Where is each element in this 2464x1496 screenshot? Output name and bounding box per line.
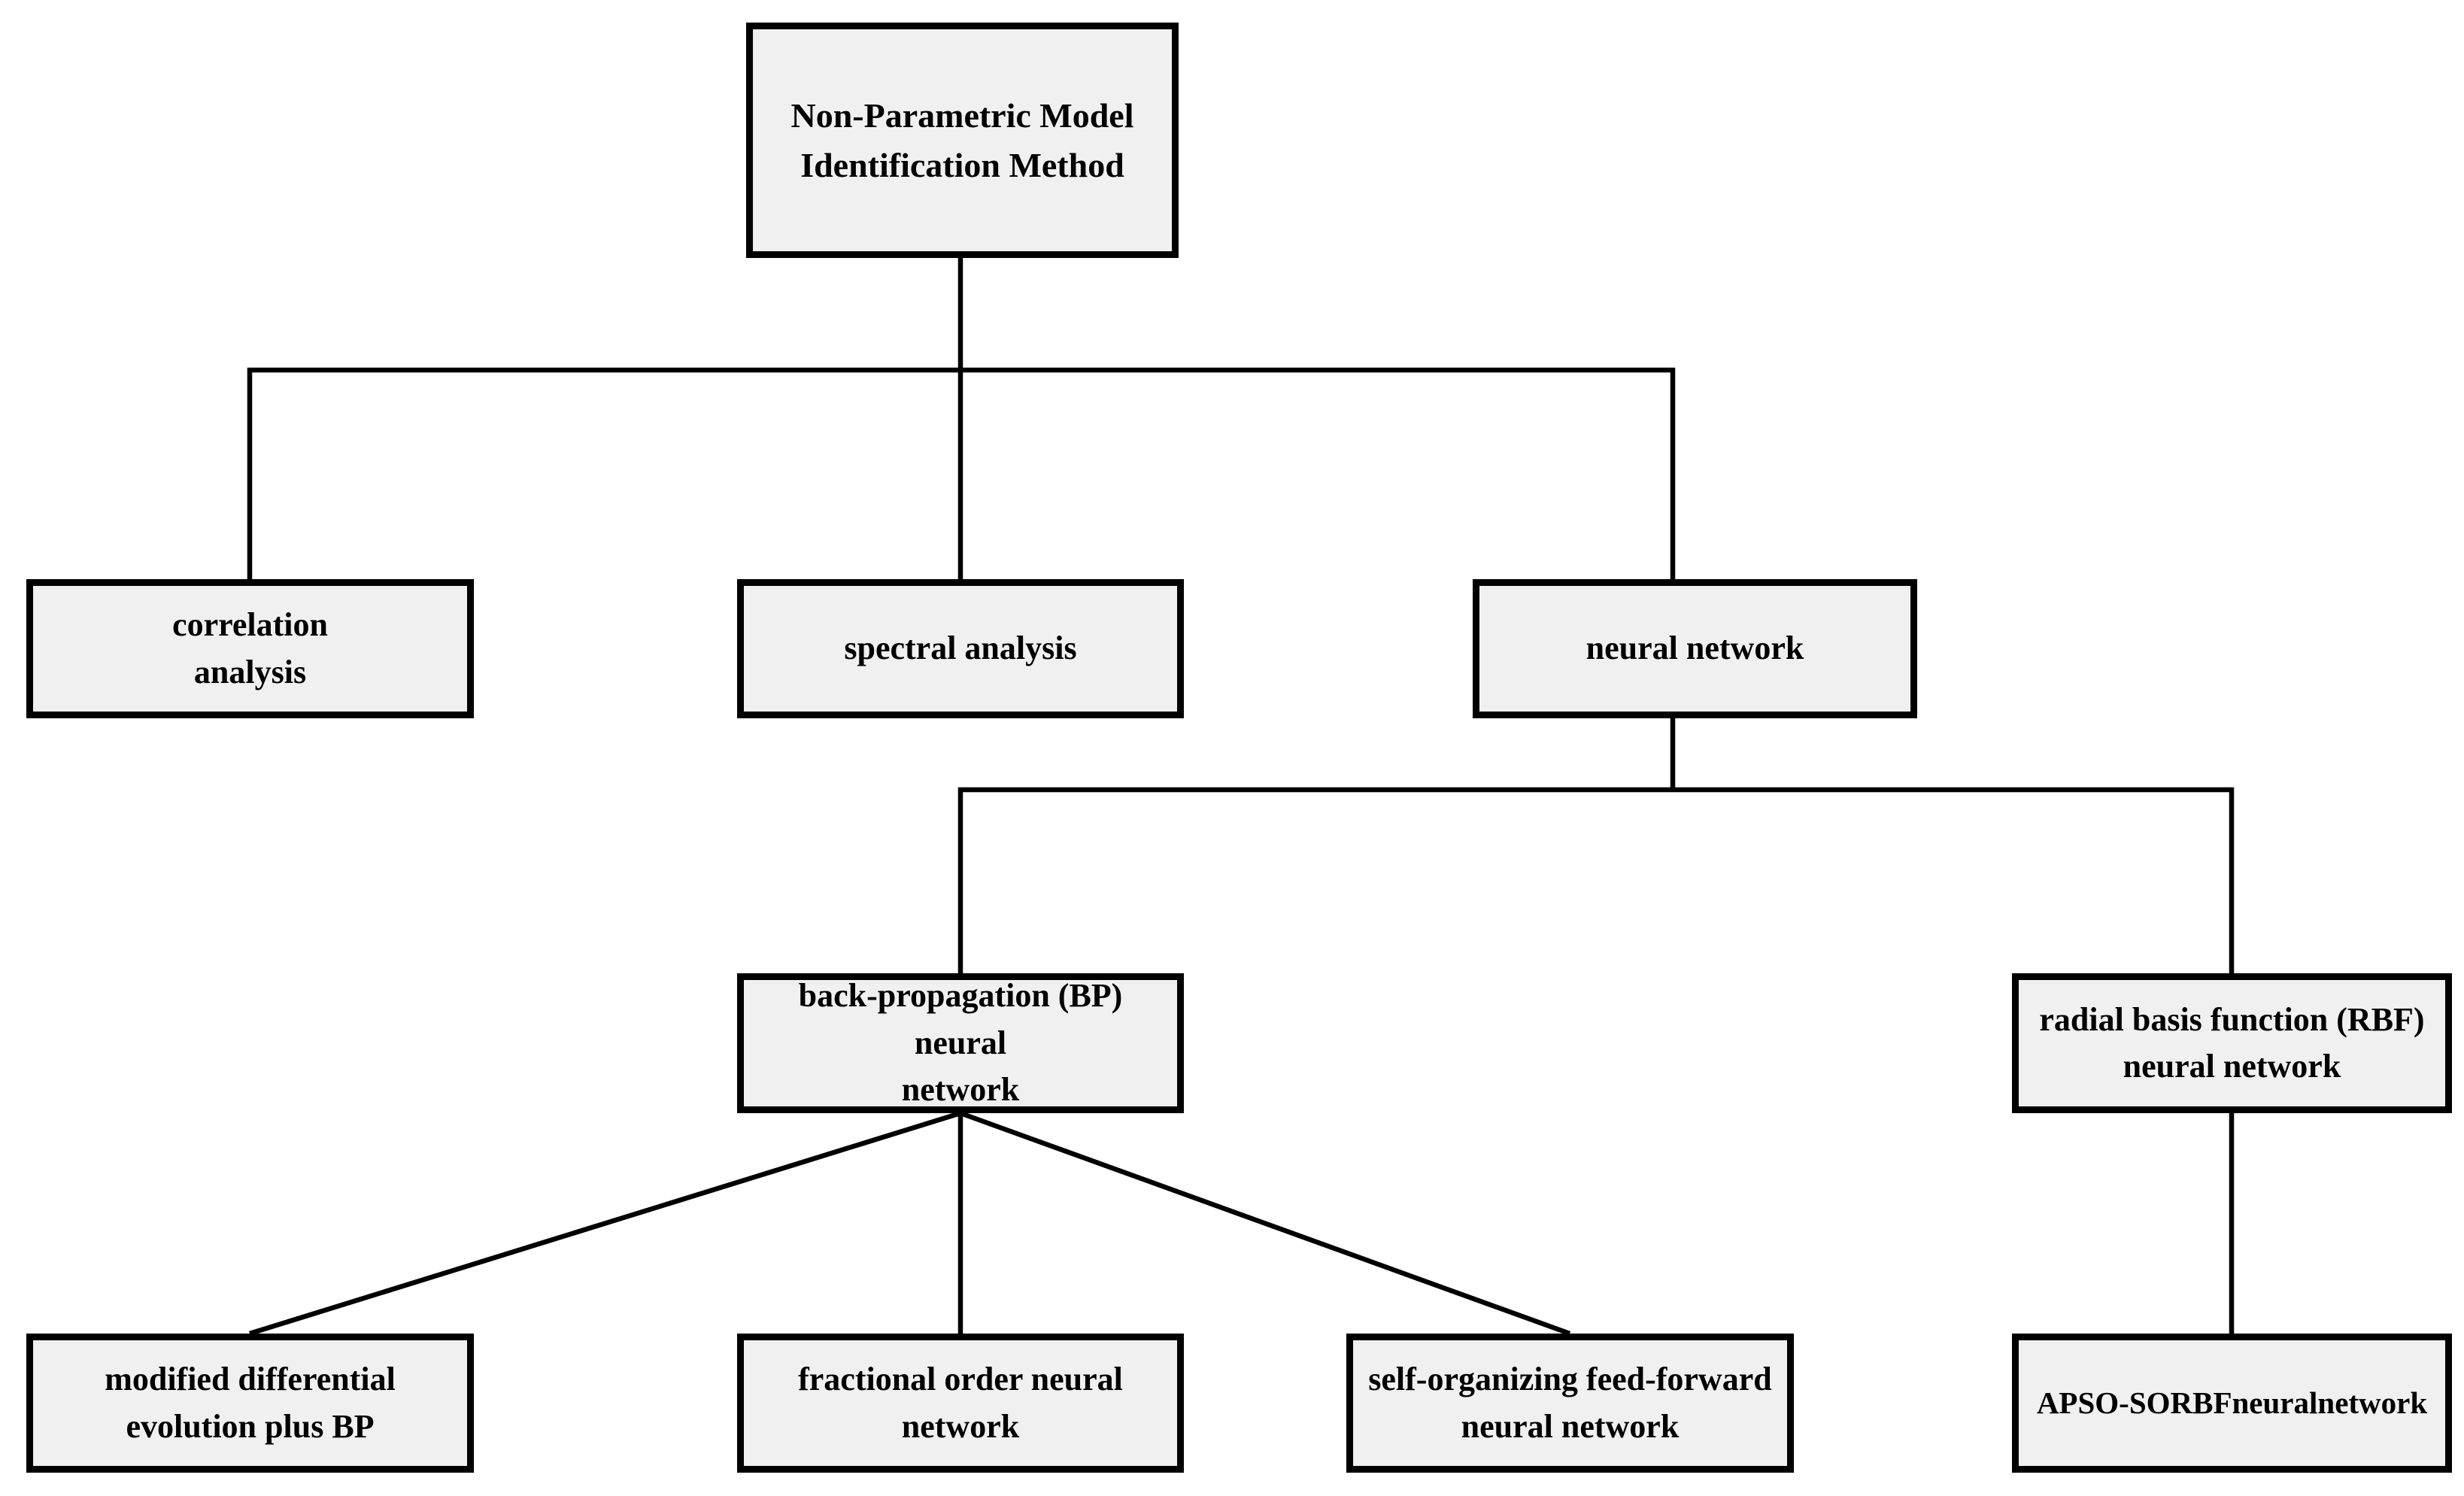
edge-bp-to-soff-line — [959, 1110, 1571, 1337]
node-modified-differential-evolution-label: modified differential evolution plus BP — [105, 1361, 396, 1445]
node-neural-network: neural network — [1473, 579, 1917, 718]
node-neural-network-label: neural network — [1586, 630, 1804, 667]
node-bp-neural-network-label: back-propagation (BP) neural network — [798, 977, 1123, 1109]
edge-bp-to-mde-line — [249, 1110, 961, 1337]
node-self-organizing-feed-forward-label: self-organizing feed-forward neural netw… — [1368, 1361, 1772, 1445]
node-spectral-analysis: spectral analysis — [737, 579, 1184, 718]
node-fractional-order-neural-network: fractional order neural network — [737, 1334, 1184, 1473]
node-root-label: Non-Parametric Model Identification Meth… — [790, 96, 1134, 184]
node-bp-neural-network: back-propagation (BP) neural network — [737, 973, 1184, 1113]
node-rbf-neural-network-label: radial basis function (RBF) neural netwo… — [2039, 1000, 2425, 1085]
node-root: Non-Parametric Model Identification Meth… — [746, 23, 1179, 258]
node-fractional-order-neural-network-label: fractional order neural network — [798, 1361, 1123, 1445]
node-correlation-analysis: correlation analysis — [26, 579, 474, 718]
node-spectral-analysis-label: spectral analysis — [844, 630, 1077, 667]
node-apso-sorbf: APSO-SORBFneuralnetwork — [2012, 1334, 2452, 1473]
node-correlation-analysis-label: correlation analysis — [172, 606, 328, 690]
node-rbf-neural-network: radial basis function (RBF) neural netwo… — [2012, 973, 2452, 1113]
node-self-organizing-feed-forward: self-organizing feed-forward neural netw… — [1346, 1334, 1794, 1473]
node-modified-differential-evolution: modified differential evolution plus BP — [26, 1334, 474, 1473]
node-apso-sorbf-label: APSO-SORBFneuralnetwork — [2036, 1385, 2428, 1421]
